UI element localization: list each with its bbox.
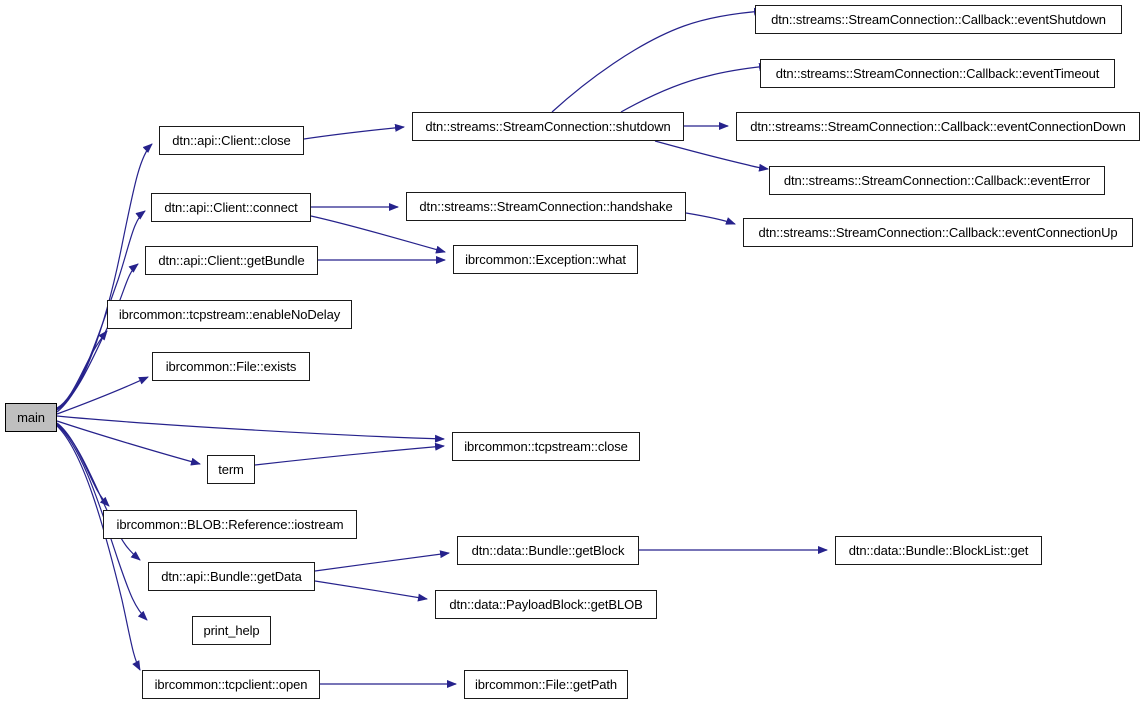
- graph-node-cb_eventerror[interactable]: dtn::streams::StreamConnection::Callback…: [769, 166, 1105, 195]
- graph-node-label: ibrcommon::Exception::what: [465, 252, 626, 267]
- graph-node-file_getpath[interactable]: ibrcommon::File::getPath: [464, 670, 628, 699]
- graph-node-tcpstream_close[interactable]: ibrcommon::tcpstream::close: [452, 432, 640, 461]
- graph-node-term[interactable]: term: [207, 455, 255, 484]
- graph-node-cb_eventconnectiondown[interactable]: dtn::streams::StreamConnection::Callback…: [736, 112, 1140, 141]
- graph-node-label: ibrcommon::tcpclient::open: [154, 677, 308, 692]
- graph-node-label: dtn::streams::StreamConnection::Callback…: [758, 225, 1118, 240]
- graph-node-client_close[interactable]: dtn::api::Client::close: [159, 126, 304, 155]
- graph-node-payload_getblob[interactable]: dtn::data::PayloadBlock::getBLOB: [435, 590, 657, 619]
- graph-node-bundle_getblock[interactable]: dtn::data::Bundle::getBlock: [457, 536, 639, 565]
- graph-node-label: dtn::streams::StreamConnection::shutdown: [425, 119, 671, 134]
- graph-node-label: dtn::data::Bundle::BlockList::get: [848, 543, 1029, 558]
- graph-node-label: dtn::api::Client::connect: [164, 200, 298, 215]
- graph-node-label: print_help: [203, 623, 260, 638]
- graph-node-cb_eventconnectionup[interactable]: dtn::streams::StreamConnection::Callback…: [743, 218, 1133, 247]
- graph-node-label: dtn::streams::StreamConnection::Callback…: [775, 66, 1100, 81]
- graph-node-main[interactable]: main: [5, 403, 57, 432]
- graph-node-label: dtn::api::Client::close: [172, 133, 291, 148]
- graph-node-label: ibrcommon::File::getPath: [474, 677, 618, 692]
- graph-node-label: dtn::data::Bundle::getBlock: [471, 543, 625, 558]
- graph-node-sc_handshake[interactable]: dtn::streams::StreamConnection::handshak…: [406, 192, 686, 221]
- graph-node-exception_what[interactable]: ibrcommon::Exception::what: [453, 245, 638, 274]
- graph-node-print_help[interactable]: print_help: [192, 616, 271, 645]
- graph-node-blob_iostream[interactable]: ibrcommon::BLOB::Reference::iostream: [103, 510, 357, 539]
- graph-node-cb_eventtimeout[interactable]: dtn::streams::StreamConnection::Callback…: [760, 59, 1115, 88]
- graph-node-label: ibrcommon::tcpstream::enableNoDelay: [118, 307, 341, 322]
- graph-node-blocklist_get[interactable]: dtn::data::Bundle::BlockList::get: [835, 536, 1042, 565]
- graph-node-label: dtn::streams::StreamConnection::Callback…: [771, 12, 1106, 27]
- graph-node-label: ibrcommon::BLOB::Reference::iostream: [116, 517, 344, 532]
- graph-node-client_connect[interactable]: dtn::api::Client::connect: [151, 193, 311, 222]
- graph-node-label: main: [17, 410, 45, 425]
- graph-node-label: dtn::api::Bundle::getData: [161, 569, 302, 584]
- graph-node-enable_nodelay[interactable]: ibrcommon::tcpstream::enableNoDelay: [107, 300, 352, 329]
- graph-node-sc_shutdown[interactable]: dtn::streams::StreamConnection::shutdown: [412, 112, 684, 141]
- graph-node-file_exists[interactable]: ibrcommon::File::exists: [152, 352, 310, 381]
- graph-node-label: dtn::streams::StreamConnection::Callback…: [750, 119, 1126, 134]
- graph-node-label: dtn::data::PayloadBlock::getBLOB: [449, 597, 643, 612]
- graph-node-label: dtn::api::Client::getBundle: [158, 253, 305, 268]
- graph-node-label: ibrcommon::File::exists: [165, 359, 297, 374]
- graph-node-label: dtn::streams::StreamConnection::handshak…: [419, 199, 673, 214]
- graph-node-label: dtn::streams::StreamConnection::Callback…: [783, 173, 1091, 188]
- graph-node-label: ibrcommon::tcpstream::close: [464, 439, 628, 454]
- graph-node-bundle_getdata[interactable]: dtn::api::Bundle::getData: [148, 562, 315, 591]
- graph-node-cb_eventshutdown[interactable]: dtn::streams::StreamConnection::Callback…: [755, 5, 1122, 34]
- graph-node-client_getbundle[interactable]: dtn::api::Client::getBundle: [145, 246, 318, 275]
- graph-node-label: term: [218, 462, 244, 477]
- graph-node-tcpclient_open[interactable]: ibrcommon::tcpclient::open: [142, 670, 320, 699]
